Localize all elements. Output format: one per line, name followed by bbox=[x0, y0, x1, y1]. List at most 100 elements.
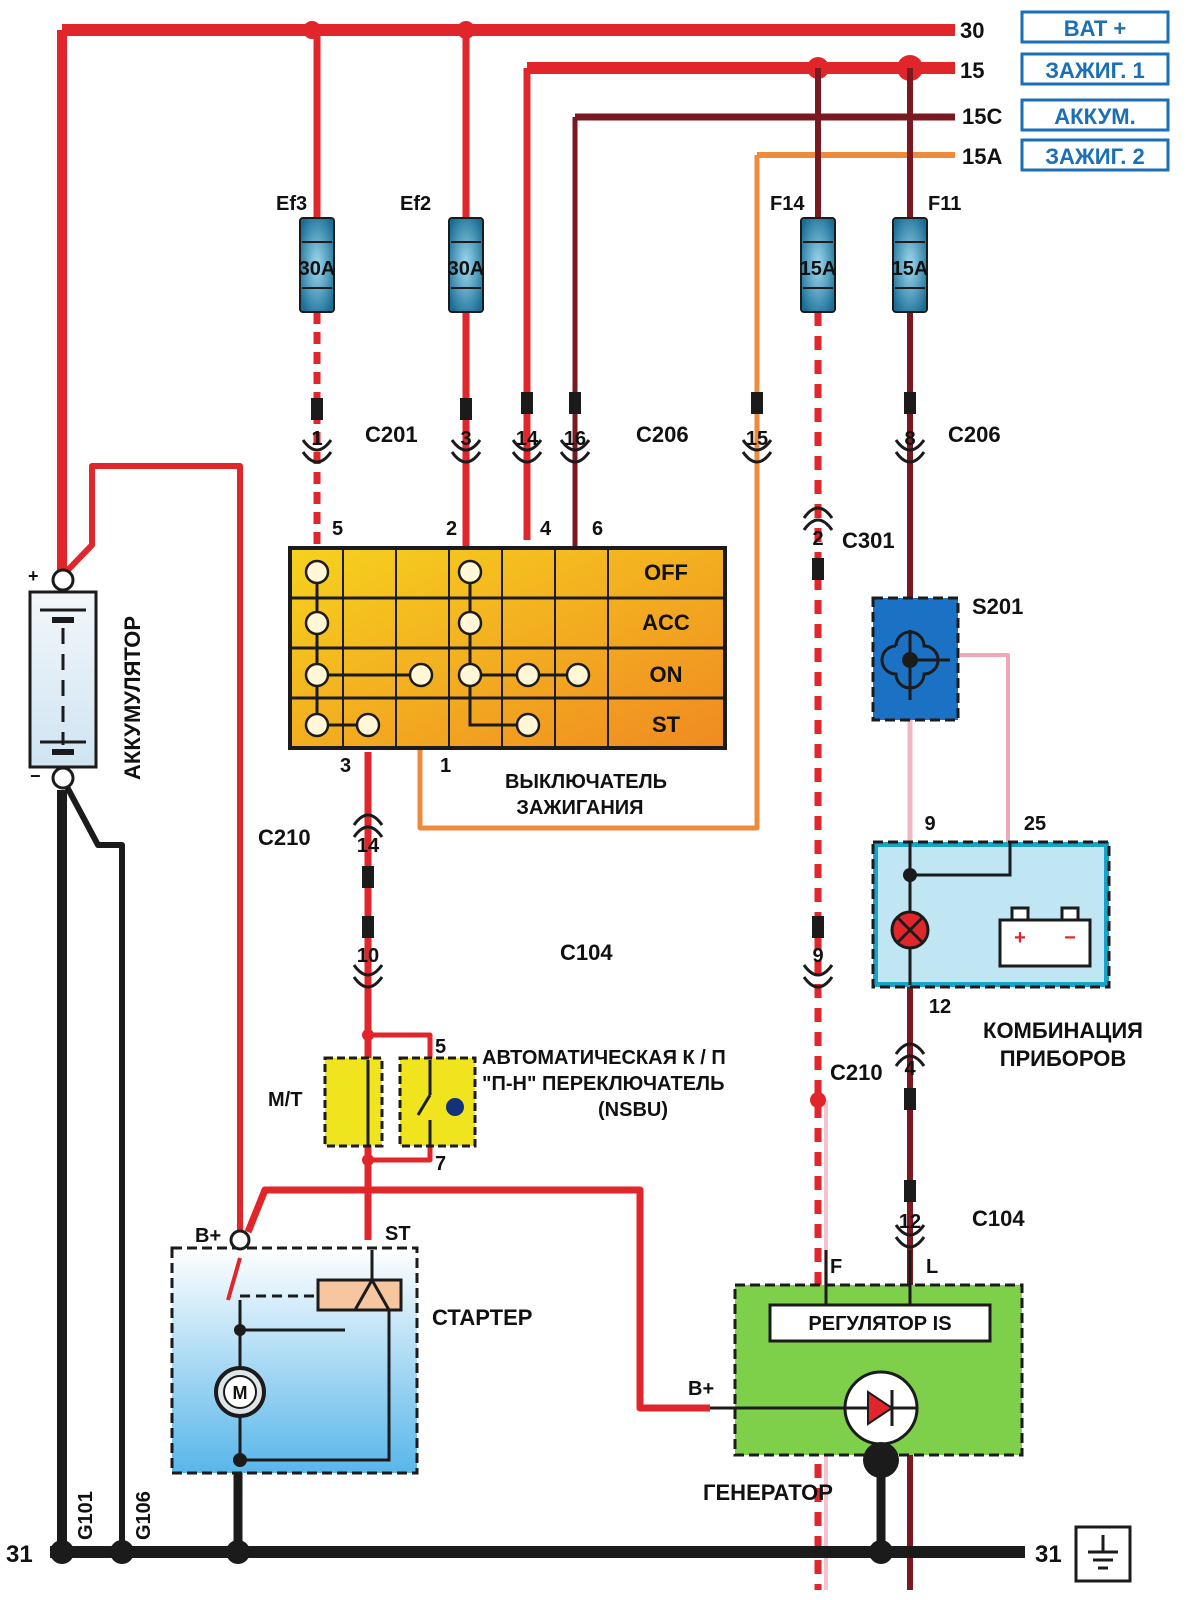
ground-left-label: 31 bbox=[6, 1541, 33, 1568]
nsbu-switch bbox=[323, 1029, 477, 1166]
connector-cups bbox=[301, 439, 926, 1249]
component-labels: АККУМУЛЯТОР + − M/T АВТОМАТИЧЕСКАЯ К / П… bbox=[28, 566, 1143, 1540]
svg-text:12: 12 bbox=[929, 996, 951, 1018]
ground-junctions bbox=[50, 1540, 893, 1564]
svg-text:1: 1 bbox=[311, 428, 322, 450]
switch-row-off: OFF bbox=[644, 560, 688, 585]
battery-minus: − bbox=[30, 766, 41, 786]
fuse-ef3-rating: 30A bbox=[299, 258, 336, 280]
svg-text:3: 3 bbox=[460, 428, 471, 450]
ground-g101: G101 bbox=[75, 1491, 97, 1540]
generator-f: F bbox=[830, 1256, 842, 1278]
bus-15c-name: АККУМ. bbox=[1054, 104, 1135, 129]
connector-labels: C201 C206 C206 C301 C210 C210 C104 C104 … bbox=[258, 422, 1025, 1231]
fuse-f11-id: F11 bbox=[928, 193, 961, 215]
instrument-cluster: + − bbox=[871, 840, 1111, 989]
connector-c301: C301 bbox=[842, 528, 895, 553]
svg-text:2: 2 bbox=[446, 518, 457, 540]
svg-text:3: 3 bbox=[340, 755, 351, 777]
bus-15a-num: 15A bbox=[962, 144, 1002, 169]
fuse-ef3-id: Ef3 bbox=[276, 193, 307, 215]
pin-labels: 1 3 14 16 15 8 5 2 4 6 3 1 2 14 10 9 9 2… bbox=[311, 428, 1046, 1233]
nsbu-line-3: (NSBU) bbox=[598, 1099, 668, 1121]
fuse-ef2-id: Ef2 bbox=[400, 193, 431, 215]
generator bbox=[710, 1250, 1024, 1478]
svg-text:5: 5 bbox=[332, 518, 343, 540]
svg-text:9: 9 bbox=[924, 813, 935, 835]
fuse-f11 bbox=[892, 217, 928, 313]
battery-label: АККУМУЛЯТОР bbox=[120, 616, 145, 780]
svg-text:4: 4 bbox=[904, 1058, 916, 1080]
starter bbox=[170, 1229, 419, 1475]
battery-plus: + bbox=[28, 566, 39, 586]
svg-text:9: 9 bbox=[812, 945, 823, 967]
splice-s201 bbox=[871, 596, 960, 722]
switch-labels: OFF ACC ON ST ВЫКЛЮЧАТЕЛЬ ЗАЖИГАНИЯ bbox=[505, 560, 690, 819]
fuse-f14-rating: 15A bbox=[800, 258, 837, 280]
connector-c104-a: C104 bbox=[560, 940, 613, 965]
bus-15a-name: ЗАЖИГ. 2 bbox=[1045, 144, 1145, 169]
switch-row-on: ON bbox=[650, 662, 683, 687]
cluster-line-1: КОМБИНАЦИЯ bbox=[983, 1018, 1143, 1043]
svg-text:2: 2 bbox=[812, 528, 823, 550]
bus-30-name: BAT + bbox=[1064, 16, 1127, 41]
starter-bplus: B+ bbox=[195, 1225, 221, 1247]
fuse-ef3 bbox=[299, 217, 335, 313]
cluster-line-2: ПРИБОРОВ bbox=[1000, 1046, 1127, 1071]
svg-text:10: 10 bbox=[357, 945, 379, 967]
connector-c206-b: C206 bbox=[948, 422, 1001, 447]
fuse-f14 bbox=[800, 217, 836, 313]
fuse-f14-id: F14 bbox=[770, 193, 805, 215]
svg-text:14: 14 bbox=[516, 428, 539, 450]
generator-regulator: РЕГУЛЯТОР IS bbox=[808, 1313, 951, 1335]
svg-text:+: + bbox=[1014, 927, 1026, 949]
bus-15c-num: 15C bbox=[962, 104, 1002, 129]
switch-row-st: ST bbox=[652, 712, 681, 737]
svg-text:25: 25 bbox=[1024, 813, 1046, 835]
starter-motor-icon: M bbox=[233, 1383, 248, 1403]
fuse-ef2-rating: 30A bbox=[448, 258, 485, 280]
svg-text:7: 7 bbox=[435, 1153, 446, 1175]
connector-c206-a: C206 bbox=[636, 422, 689, 447]
bus-15-name: ЗАЖИГ. 1 bbox=[1045, 58, 1145, 83]
connector-c201: C201 bbox=[365, 422, 418, 447]
generator-l: L bbox=[926, 1256, 938, 1278]
fuse-labels: Ef3 30A Ef2 30A F14 15A F11 15A bbox=[276, 193, 961, 280]
nsbu-line-2: "П-Н" ПЕРЕКЛЮЧАТЕЛЬ bbox=[482, 1073, 724, 1095]
switch-title-2: ЗАЖИГАНИЯ bbox=[516, 797, 643, 819]
connector-c104-b: C104 bbox=[972, 1206, 1025, 1231]
svg-text:6: 6 bbox=[592, 518, 603, 540]
terminal-blocks bbox=[311, 392, 916, 1202]
bus-15-num: 15 bbox=[960, 58, 984, 83]
wires bbox=[50, 30, 1025, 1590]
nsbu-line-1: АВТОМАТИЧЕСКАЯ К / П bbox=[482, 1047, 726, 1069]
starter-st: ST bbox=[385, 1223, 411, 1245]
ignition-switch bbox=[288, 546, 727, 750]
starter-label: СТАРТЕР bbox=[432, 1305, 532, 1330]
switch-row-acc: ACC bbox=[642, 610, 690, 635]
svg-text:−: − bbox=[1064, 927, 1076, 949]
bus-30-num: 30 bbox=[960, 18, 984, 43]
svg-text:8: 8 bbox=[904, 428, 915, 450]
generator-label: ГЕНЕРАТОР bbox=[703, 1480, 833, 1505]
splice-s201-label: S201 bbox=[972, 594, 1023, 619]
svg-text:1: 1 bbox=[440, 755, 451, 777]
svg-text:15: 15 bbox=[746, 428, 768, 450]
svg-text:16: 16 bbox=[564, 428, 586, 450]
svg-text:14: 14 bbox=[357, 835, 380, 857]
ground-symbol-icon bbox=[1074, 1525, 1132, 1583]
svg-text:12: 12 bbox=[899, 1211, 921, 1233]
bus-label-boxes bbox=[1020, 10, 1170, 172]
svg-text:5: 5 bbox=[435, 1036, 446, 1058]
nsbu-mt-label: M/T bbox=[268, 1089, 302, 1111]
svg-text:4: 4 bbox=[540, 518, 552, 540]
fuse-f11-rating: 15A bbox=[892, 258, 929, 280]
switch-title-1: ВЫКЛЮЧАТЕЛЬ bbox=[505, 771, 667, 793]
battery bbox=[28, 568, 98, 790]
bus-labels: 30 BAT + 15 ЗАЖИГ. 1 15C АККУМ. 15A ЗАЖИ… bbox=[6, 16, 1145, 1568]
ground-g106: G106 bbox=[133, 1491, 155, 1540]
connector-c210-a: C210 bbox=[258, 825, 311, 850]
ground-right-label: 31 bbox=[1035, 1541, 1062, 1568]
generator-bplus: B+ bbox=[688, 1378, 714, 1400]
